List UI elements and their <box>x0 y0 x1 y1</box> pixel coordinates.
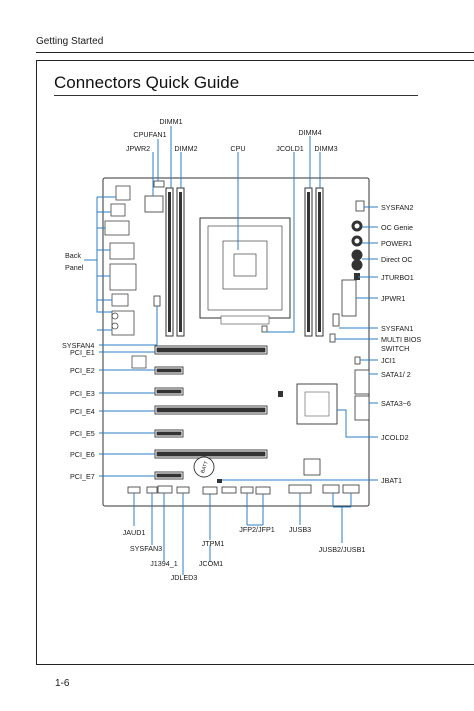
label-jusb3: JUSB3 <box>289 525 311 534</box>
label-multi-bios: MULTI BIOS <box>381 335 421 344</box>
label-cpu: CPU <box>230 144 245 153</box>
label-pci-e2: PCI_E2 <box>70 366 95 375</box>
chipset <box>131 355 338 476</box>
label-jbat1: JBAT1 <box>381 476 402 485</box>
label-dimm3: DIMM3 <box>314 144 337 153</box>
label-back-panel-2: Panel <box>65 263 84 272</box>
frame-top-rule <box>36 60 474 61</box>
header-rule <box>36 52 474 53</box>
leader-lines <box>84 126 378 575</box>
frame-bottom-rule <box>36 664 474 665</box>
cpu-socket <box>199 217 291 325</box>
label-pci-e7: PCI_E7 <box>70 472 95 481</box>
label-jtpm1: JTPM1 <box>202 539 225 548</box>
label-jfp: JFP2/JFP1 <box>239 525 275 534</box>
label-jcold2: JCOLD2 <box>381 433 409 442</box>
label-pci-e4: PCI_E4 <box>70 407 95 416</box>
battery-label: BATT <box>200 460 210 474</box>
label-jaud1: JAUD1 <box>123 528 146 537</box>
label-jpwr2: JPWR2 <box>126 144 150 153</box>
page-number: 1-6 <box>55 678 70 689</box>
label-pci-e3: PCI_E3 <box>70 389 95 398</box>
label-jdled3: JDLED3 <box>171 573 198 582</box>
dimm-slots <box>165 187 324 337</box>
label-sata12: SATA1/ 2 <box>381 370 411 379</box>
label-multi-bios-switch: SWITCH <box>381 344 409 353</box>
label-pci-e5: PCI_E5 <box>70 429 95 438</box>
label-sysfan4: SYSFAN4 <box>62 341 94 350</box>
label-jturbo1: JTURBO1 <box>381 273 414 282</box>
label-jcom1: JCOM1 <box>199 559 223 568</box>
title-rule <box>54 95 418 96</box>
label-cpufan1: CPUFAN1 <box>133 130 166 139</box>
frame-left-rule <box>36 60 37 664</box>
label-j1394: J1394_1 <box>150 559 178 568</box>
back-panel-io <box>104 185 137 336</box>
section-header: Getting Started <box>36 36 104 47</box>
label-sysfan3: SYSFAN3 <box>130 544 162 553</box>
label-dimm1: DIMM1 <box>159 117 182 126</box>
label-oc-genie: OC Genie <box>381 223 413 232</box>
label-sysfan2: SYSFAN2 <box>381 203 413 212</box>
battery: BATT <box>193 456 215 478</box>
label-power1: POWER1 <box>381 239 412 248</box>
label-dimm2: DIMM2 <box>174 144 197 153</box>
label-sata36: SATA3~6 <box>381 399 411 408</box>
label-jcold1: JCOLD1 <box>276 144 304 153</box>
page-title: Connectors Quick Guide <box>54 73 240 92</box>
label-sysfan1: SYSFAN1 <box>381 324 413 333</box>
label-pci-e1: PCI_E1 <box>70 348 95 357</box>
label-jci1: JCI1 <box>381 356 396 365</box>
label-dimm4: DIMM4 <box>298 128 321 137</box>
label-jusb21: JUSB2/JUSB1 <box>319 545 366 554</box>
jbat1-jumper <box>217 479 222 483</box>
label-pci-e6: PCI_E6 <box>70 450 95 459</box>
label-direct-oc: Direct OC <box>381 255 413 264</box>
label-back-panel: Back <box>65 251 81 260</box>
label-jpwr1: JPWR1 <box>381 294 405 303</box>
component-labels: DIMM1 CPUFAN1 JPWR2 DIMM2 CPU JCOLD1 DIM… <box>62 117 421 582</box>
top-headers <box>144 180 340 343</box>
